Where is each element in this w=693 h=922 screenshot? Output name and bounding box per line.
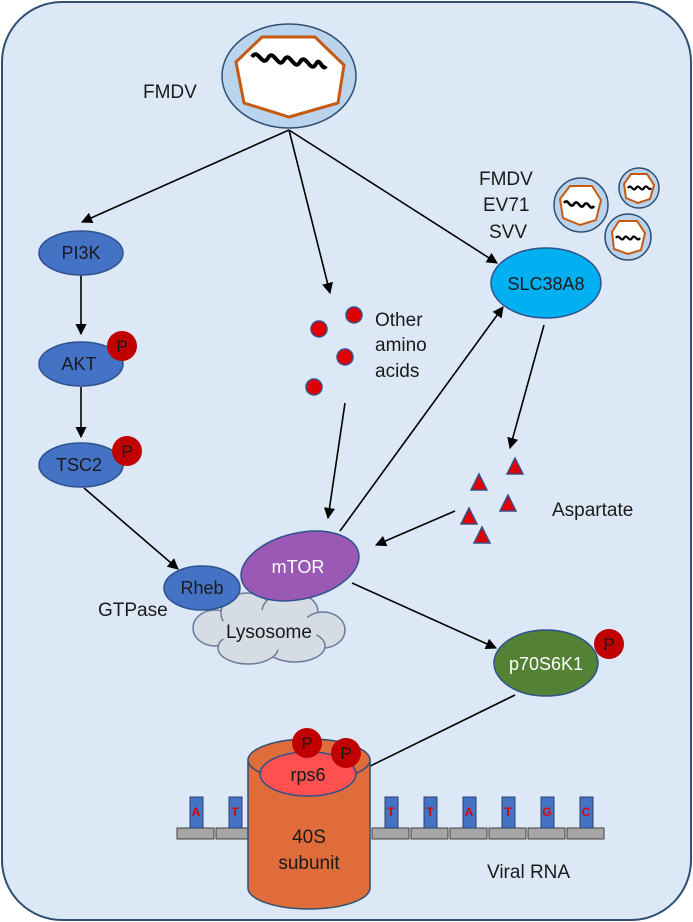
small-virion-icon <box>553 177 609 233</box>
mtor-label: mTOR <box>272 557 325 577</box>
slc38a8-node <box>490 247 602 319</box>
pi3k-node <box>38 230 124 276</box>
phospho-label: P <box>116 337 127 356</box>
virus-name-ev71: EV71 <box>483 195 529 216</box>
p70s6k1-label: p70S6K1 <box>509 654 583 674</box>
phospho-label: P <box>603 635 614 654</box>
lysosome-label: Lysosome <box>226 622 312 643</box>
mtor-node <box>240 530 360 602</box>
rna-base: C <box>582 805 591 819</box>
aspartate-label: Aspartate <box>552 500 633 521</box>
viral-rna-label: Viral RNA <box>487 862 570 883</box>
fmdv-label: FMDV <box>143 82 197 103</box>
ribosome-label-line2: subunit <box>278 853 340 874</box>
phospho-label: P <box>340 744 351 763</box>
amino-acid-dots <box>305 306 363 396</box>
aspartate-triangles <box>459 456 525 544</box>
akt-node <box>38 341 124 387</box>
arrows <box>75 129 545 774</box>
other-amino-acids-label-line1: Other <box>375 310 423 331</box>
arrow-p70-rps6 <box>354 694 516 774</box>
arrow-slc-aspartate <box>507 324 545 450</box>
fmdv-virion-icon <box>221 23 357 129</box>
other-amino-acids-label-line2: amino <box>375 335 427 356</box>
tsc2-label: TSC2 <box>56 455 102 475</box>
rna-base: T <box>231 805 239 819</box>
small-virion-icon <box>604 213 652 261</box>
arrow-amino-mtor <box>323 402 346 520</box>
rps6-label: rps6 <box>290 765 325 785</box>
phospho-badge-tsc2 <box>112 436 142 466</box>
rna-base: T <box>504 805 512 819</box>
phospho-badge-rps6 <box>292 728 322 758</box>
phospho-badge-akt <box>107 331 137 361</box>
rna-base: A <box>192 805 201 819</box>
p70s6k1-node <box>493 629 599 697</box>
rna-base: T <box>387 805 395 819</box>
rheb-label: Rheb <box>180 578 223 598</box>
phospho-badge-p70s6k1 <box>594 629 624 659</box>
phospho-label: P <box>301 734 312 753</box>
arrow-aspartate-mtor <box>374 510 456 547</box>
rna-base: A <box>465 805 474 819</box>
ribosome-label-line1: 40S <box>292 827 326 848</box>
arrow-fmdv-slc <box>288 129 498 264</box>
slc38a8-label: SLC38A8 <box>507 274 584 294</box>
arrow-mtor-slc <box>339 306 504 532</box>
lysosome-cloud <box>192 591 346 665</box>
rna-base: G <box>542 805 551 819</box>
arrow-mtor-p70 <box>351 582 498 649</box>
viral-rna-strand: A T T T A T G C <box>176 796 605 840</box>
virus-name-fmdv: FMDV <box>479 169 533 190</box>
phospho-label: P <box>121 442 132 461</box>
rheb-node <box>163 565 241 611</box>
akt-label: AKT <box>61 354 96 374</box>
arrow-tsc2-rheb <box>83 487 179 570</box>
rna-base: T <box>426 805 434 819</box>
small-virion-icon <box>618 167 660 209</box>
other-amino-acids-label-line3: acids <box>375 361 419 382</box>
pi3k-label: PI3K <box>61 243 100 263</box>
virus-name-svv: SVV <box>489 222 527 243</box>
gtpase-label: GTPase <box>98 600 168 621</box>
arrow-fmdv-amino <box>288 129 333 295</box>
arrow-fmdv-pi3k <box>80 129 290 224</box>
phospho-badge-rps6 <box>331 738 361 768</box>
